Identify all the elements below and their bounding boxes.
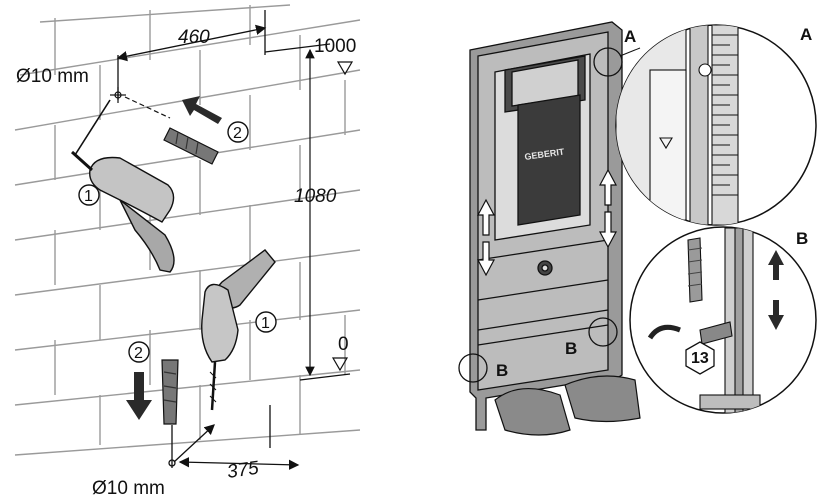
installation-frame (469, 21, 623, 431)
arrow-icon (477, 168, 617, 277)
dim-460-label: 460 (178, 27, 210, 48)
dim-375-label: 375 (226, 458, 261, 483)
level-marker-icon (336, 61, 354, 76)
detail-a (615, 24, 817, 226)
detail-b (629, 226, 817, 414)
step-badge (128, 341, 150, 363)
level-marks (264, 43, 354, 381)
level-marker-icon (331, 357, 349, 372)
hole-mark-top (110, 87, 171, 119)
step-drill-top: 1 (84, 188, 93, 205)
arrow-icon (126, 372, 152, 420)
step-badge (227, 121, 249, 143)
step-plug-top: 2 (233, 125, 242, 142)
wall-plug-icon (161, 359, 179, 425)
drill-icon (70, 99, 175, 273)
wall-plug-icon (163, 127, 219, 165)
callout-frame-b-left: B (496, 361, 508, 380)
detail-a-label: A (800, 25, 812, 44)
level-0-label: 0 (338, 334, 349, 355)
hole-diameter-top: Ø10 mm (16, 66, 89, 87)
right-panel: GEBERIT A B B (458, 21, 817, 436)
step-plug-bottom: 2 (134, 345, 143, 362)
frame-feet (494, 375, 641, 436)
wrench-size-label: 13 (691, 350, 709, 367)
arrow-icon (768, 250, 784, 330)
hole-diameter-bottom: Ø10 mm (92, 478, 165, 499)
callout-frame-b-right: B (565, 339, 577, 358)
left-panel: 460 Ø10 mm 1000 1080 0 1 (14, 4, 361, 499)
step-badge (78, 184, 100, 206)
step-badge (255, 311, 277, 333)
callout-a-circle (593, 47, 623, 77)
callout-frame-a: A (624, 27, 636, 46)
detail-b-label: B (796, 229, 808, 248)
callout-b-left-circle (458, 353, 488, 383)
dim-1080-label: 1080 (294, 186, 337, 207)
wrench-icon (687, 237, 703, 303)
hex-nut-icon (685, 341, 715, 375)
drill-icon (201, 249, 276, 411)
arrow-icon (182, 96, 222, 124)
step-drill-bottom: 1 (261, 315, 270, 332)
brick-wall (14, 4, 361, 456)
dimension-375 (168, 405, 300, 470)
callout-b-right-circle (588, 317, 618, 347)
level-1000-label: 1000 (314, 36, 356, 57)
